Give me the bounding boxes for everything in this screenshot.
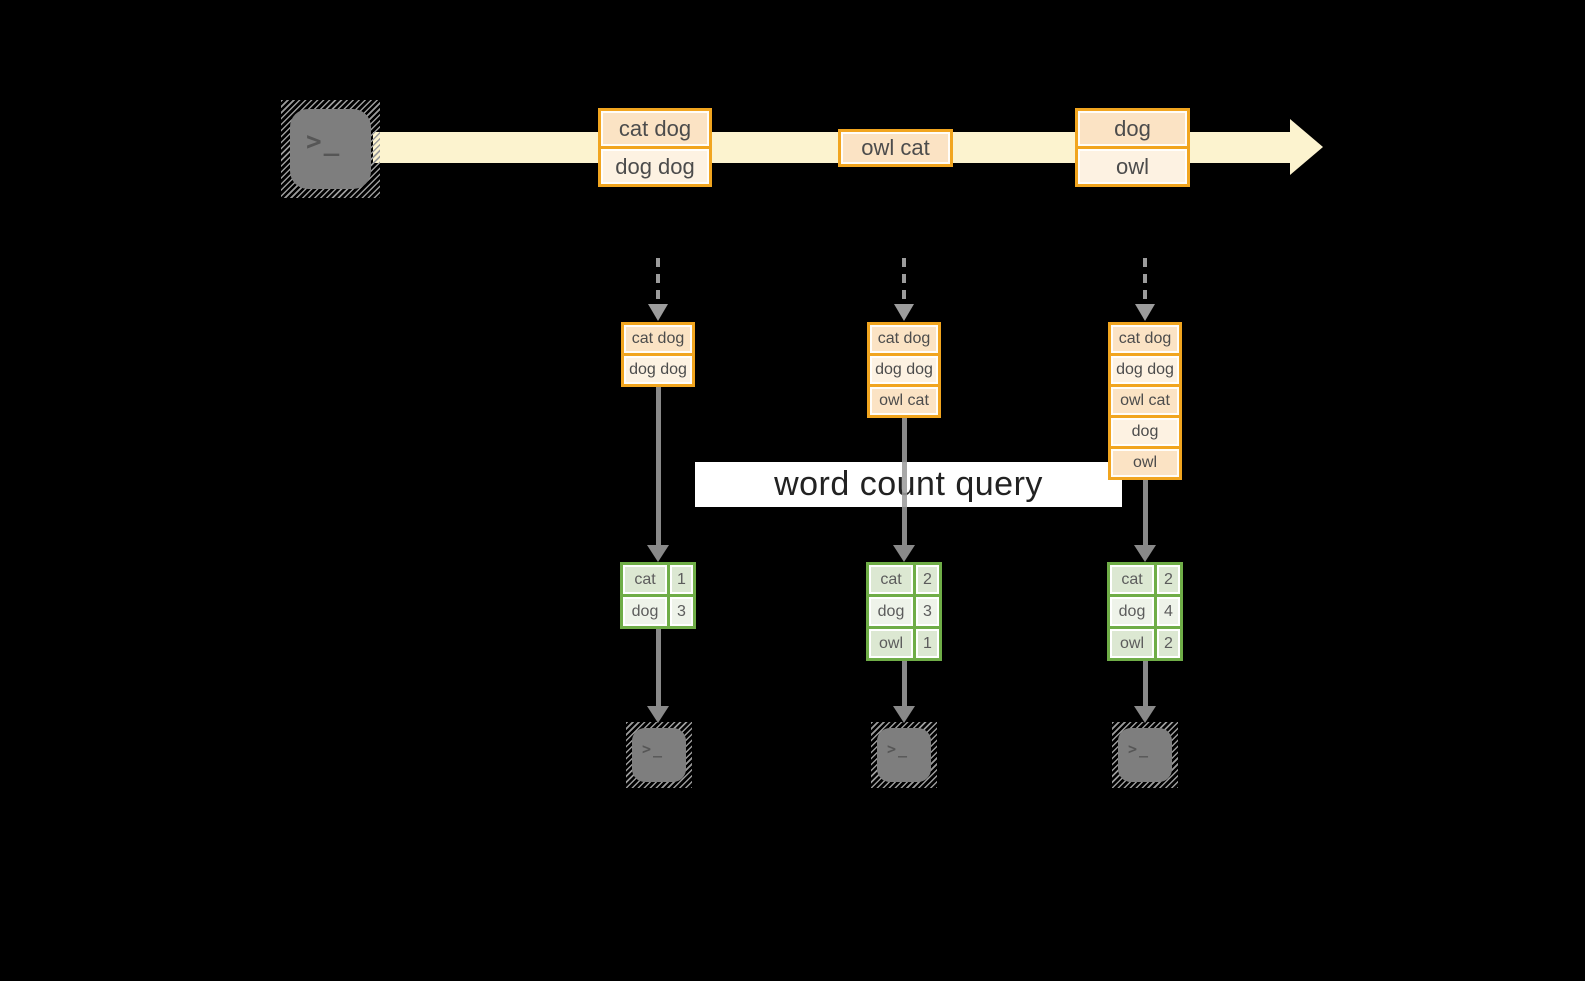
- stream-record: dog dog: [601, 149, 709, 184]
- query-arrow-head-icon: [647, 545, 669, 562]
- count-word-cell: owl: [1110, 629, 1154, 658]
- dashed-arrow-line: [902, 258, 906, 304]
- stream-arrowhead-icon: [1290, 119, 1323, 175]
- buffer-record: dog dog: [624, 356, 692, 384]
- terminal-source-icon: >_: [281, 100, 380, 198]
- dashed-arrow-head-icon: [894, 304, 914, 321]
- terminal-output-icon-2: >_: [871, 722, 937, 788]
- buffer-record: dog: [1111, 418, 1179, 446]
- word-count-table-2: cat 2 dog 3 owl 1: [866, 562, 942, 661]
- count-value-cell: 1: [670, 565, 693, 594]
- stream-record-box-3: dog owl: [1075, 108, 1190, 187]
- buffer-record: cat dog: [1111, 325, 1179, 353]
- count-word-cell: cat: [1110, 565, 1154, 594]
- word-count-table-1: cat 1 dog 3: [620, 562, 696, 629]
- buffer-record: owl cat: [870, 387, 938, 415]
- terminal-icon-body: >_: [1118, 728, 1172, 782]
- buffer-box-1: cat dog dog dog: [621, 322, 695, 387]
- query-arrow-line: [902, 418, 907, 545]
- count-word-cell: dog: [869, 597, 913, 626]
- count-value-cell: 4: [1157, 597, 1180, 626]
- query-label-band: word count query: [695, 462, 1122, 507]
- stream-record: dog: [1078, 111, 1187, 146]
- count-value-cell: 2: [1157, 629, 1180, 658]
- word-count-table-3: cat 2 dog 4 owl 2: [1107, 562, 1183, 661]
- output-arrow-head-icon: [647, 706, 669, 723]
- dashed-arrow-head-icon: [648, 304, 668, 321]
- terminal-prompt-glyph: >_: [642, 740, 665, 758]
- query-arrow-line: [1143, 480, 1148, 545]
- terminal-prompt-glyph: >_: [1128, 740, 1151, 758]
- count-word-cell: dog: [1110, 597, 1154, 626]
- count-word-cell: cat: [869, 565, 913, 594]
- buffer-record: dog dog: [1111, 356, 1179, 384]
- buffer-record: dog dog: [870, 356, 938, 384]
- count-value-cell: 2: [916, 565, 939, 594]
- query-label: word count query: [774, 465, 1043, 503]
- output-arrow-line: [1143, 661, 1148, 706]
- stream-record: cat dog: [601, 111, 709, 146]
- count-word-cell: cat: [623, 565, 667, 594]
- buffer-box-2: cat dog dog dog owl cat: [867, 322, 941, 418]
- terminal-output-icon-1: >_: [626, 722, 692, 788]
- count-word-cell: dog: [623, 597, 667, 626]
- buffer-record: cat dog: [624, 325, 692, 353]
- output-arrow-head-icon: [893, 706, 915, 723]
- buffer-box-3: cat dog dog dog owl cat dog owl: [1108, 322, 1182, 480]
- terminal-icon-body: >_: [290, 109, 371, 189]
- count-value-cell: 2: [1157, 565, 1180, 594]
- count-value-cell: 3: [916, 597, 939, 626]
- query-arrow-head-icon: [893, 545, 915, 562]
- dashed-arrow-line: [1143, 258, 1147, 304]
- terminal-icon-body: >_: [877, 728, 931, 782]
- buffer-record: owl: [1111, 449, 1179, 477]
- output-arrow-line: [902, 661, 907, 706]
- output-arrow-line: [656, 629, 661, 706]
- count-value-cell: 3: [670, 597, 693, 626]
- stream-record: owl cat: [841, 132, 950, 164]
- terminal-prompt-glyph: >_: [887, 740, 910, 758]
- stream-record-box-2: owl cat: [838, 129, 953, 167]
- count-value-cell: 1: [916, 629, 939, 658]
- terminal-prompt-glyph: >_: [306, 127, 342, 157]
- output-arrow-head-icon: [1134, 706, 1156, 723]
- buffer-record: cat dog: [870, 325, 938, 353]
- stream-record-box-1: cat dog dog dog: [598, 108, 712, 187]
- query-arrow-head-icon: [1134, 545, 1156, 562]
- query-arrow-line: [656, 387, 661, 545]
- buffer-record: owl cat: [1111, 387, 1179, 415]
- dashed-arrow-head-icon: [1135, 304, 1155, 321]
- terminal-icon-body: >_: [632, 728, 686, 782]
- count-word-cell: owl: [869, 629, 913, 658]
- dashed-arrow-line: [656, 258, 660, 304]
- terminal-output-icon-3: >_: [1112, 722, 1178, 788]
- stream-record: owl: [1078, 149, 1187, 184]
